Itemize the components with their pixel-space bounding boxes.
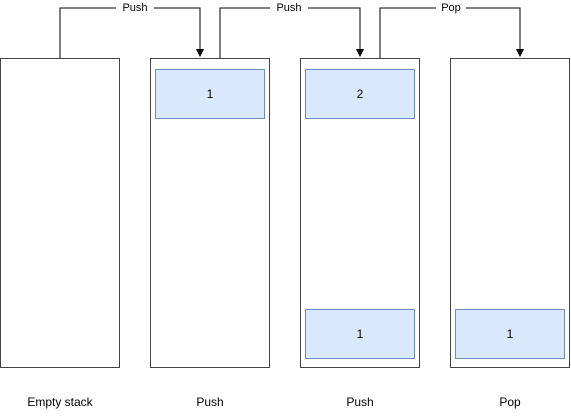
stack-after-push-2: 2 1 [300,58,420,368]
caption-empty-stack: Empty stack [27,395,93,409]
edge-push-1 [59,7,204,58]
caption-push-1: Push [196,395,224,409]
stack-item-bottom: 1 [305,309,415,359]
stack-after-push-1: 1 [150,58,270,368]
stack-item-top: 1 [155,69,265,119]
caption-push-2: Push [346,395,374,409]
stack-item-bottom: 1 [455,309,565,359]
edge-label-push-2: Push [276,2,301,14]
edge-label-push-1: Push [122,2,147,14]
stack-after-pop: 1 [450,58,570,368]
edge-push-2 [219,7,364,58]
caption-pop: Pop [499,395,521,409]
edge-pop [379,7,524,58]
stack-empty [0,58,120,368]
stack-item-top: 2 [305,69,415,119]
edge-label-pop: Pop [441,2,461,14]
